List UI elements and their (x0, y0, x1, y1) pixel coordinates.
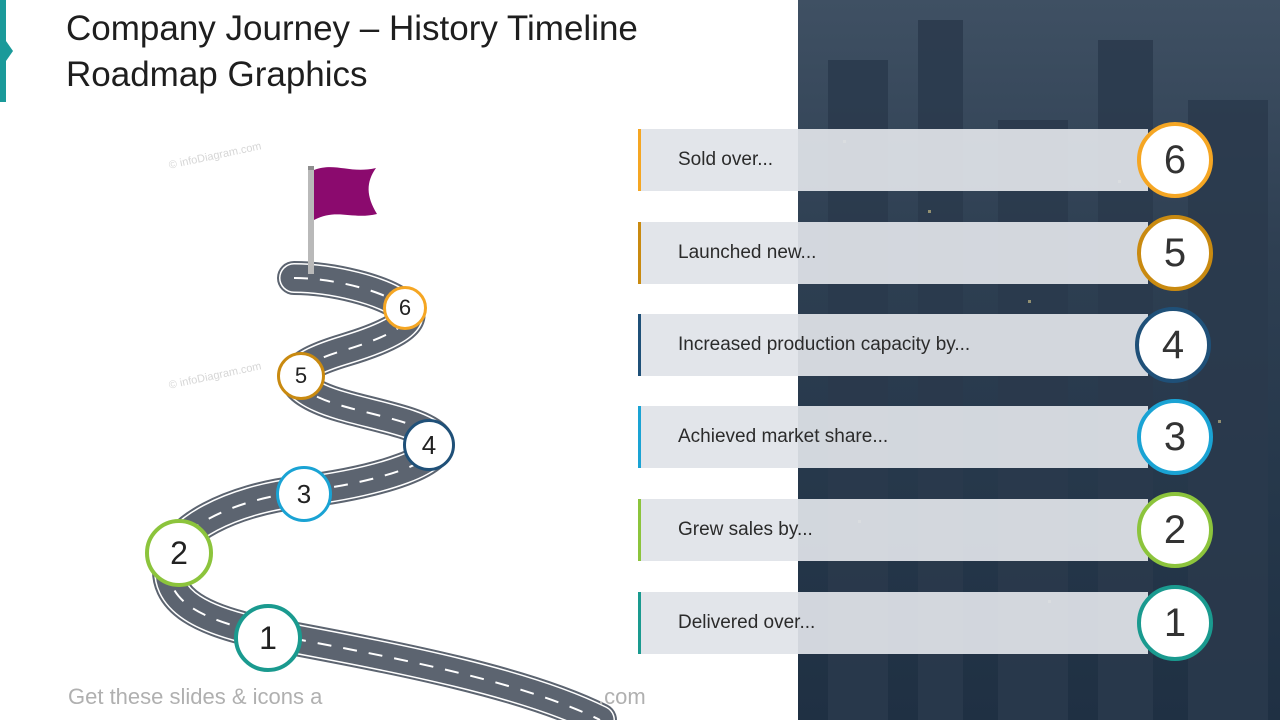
milestone-number-3: 3 (1137, 399, 1213, 475)
milestone-text: Increased production capacity by... (678, 334, 970, 356)
milestone-accent-bar (638, 499, 641, 561)
milestone-accent-bar (638, 592, 641, 654)
road-marker-6: 6 (383, 286, 427, 330)
milestone-accent-bar (638, 314, 641, 376)
milestone-number-6: 6 (1137, 122, 1213, 198)
milestone-number-5: 5 (1137, 215, 1213, 291)
milestone-item-6: Sold over... (638, 129, 1148, 191)
milestone-item-1: Delivered over... (638, 592, 1148, 654)
milestone-number-2: 2 (1137, 492, 1213, 568)
road-marker-2: 2 (145, 519, 213, 587)
milestone-text: Achieved market share... (678, 426, 888, 448)
milestone-item-3: Achieved market share... (638, 406, 1148, 468)
footer-text: Get these slides & icons a (68, 684, 322, 710)
milestone-accent-bar (638, 406, 641, 468)
milestone-item-4: Increased production capacity by... (638, 314, 1148, 376)
milestone-item-2: Grew sales by... (638, 499, 1148, 561)
road-marker-3: 3 (276, 466, 332, 522)
milestone-number-4: 4 (1135, 307, 1211, 383)
milestone-text: Sold over... (678, 149, 773, 171)
milestone-item-5: Launched new... (638, 222, 1148, 284)
milestone-text: Grew sales by... (678, 519, 813, 541)
milestone-accent-bar (638, 222, 641, 284)
milestone-number-1: 1 (1137, 585, 1213, 661)
road-marker-1: 1 (234, 604, 302, 672)
milestone-text: Launched new... (678, 242, 816, 264)
road-marker-4: 4 (403, 419, 455, 471)
milestone-text: Delivered over... (678, 612, 815, 634)
road-marker-5: 5 (277, 352, 325, 400)
footer-text-tail: .com (598, 684, 646, 710)
milestone-accent-bar (638, 129, 641, 191)
